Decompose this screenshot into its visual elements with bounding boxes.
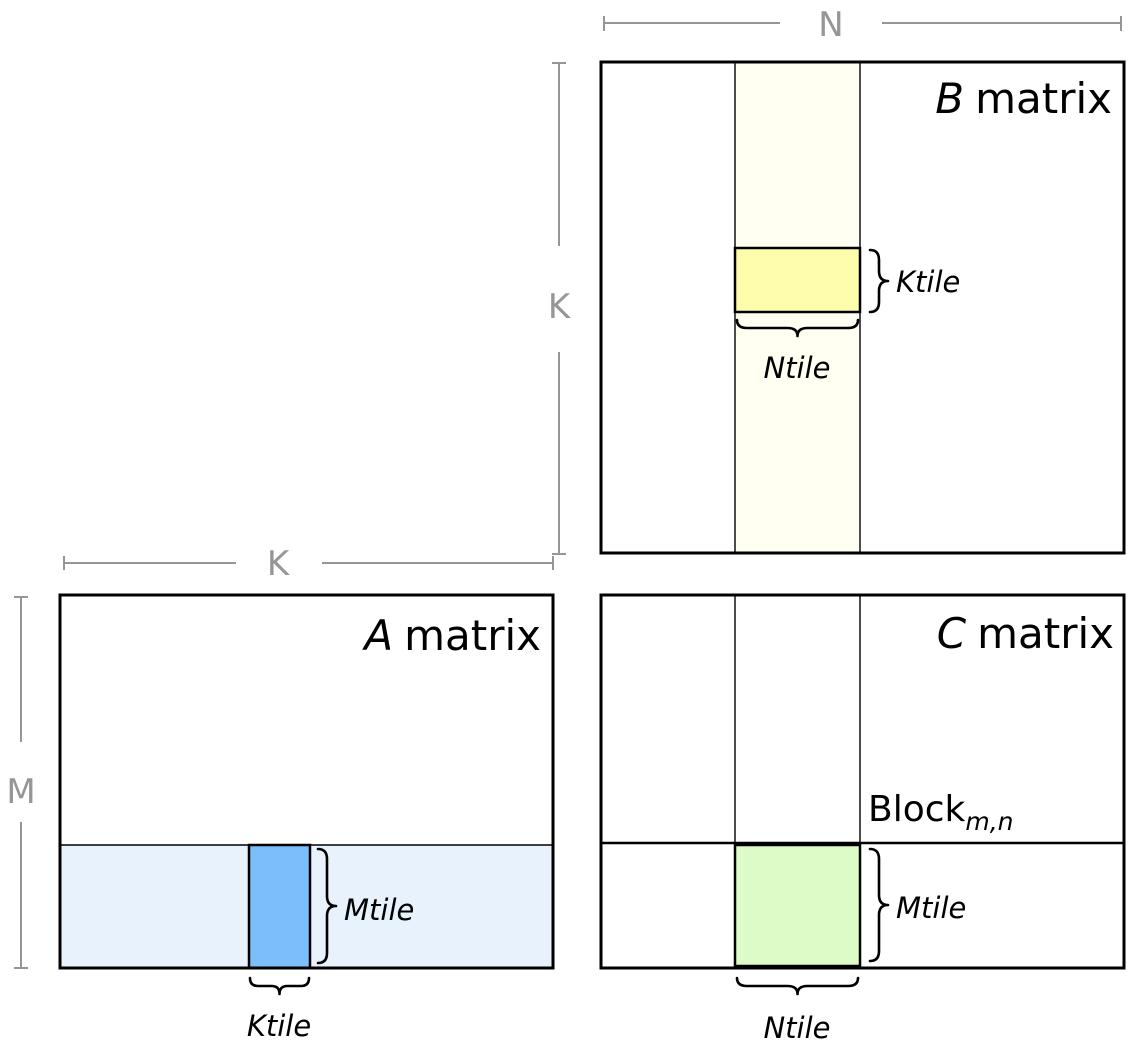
c-matrix-title-letter: C <box>937 609 967 658</box>
a-matrix-box <box>58 593 555 970</box>
m-dimension: M <box>6 596 36 969</box>
c-matrix-title-word: matrix <box>977 609 1114 658</box>
b-matrix-title-word: matrix <box>975 74 1112 123</box>
c-matrix-box <box>599 593 1126 970</box>
b-ntile-label: Ntile <box>763 351 830 385</box>
a-mtile-label: Mtile <box>344 893 414 927</box>
a-ktile-block <box>247 843 312 970</box>
b-ktile-block <box>733 246 862 314</box>
c-mtile-brace <box>868 847 890 963</box>
a-matrix-title-letter: A <box>361 611 393 660</box>
c-block-annotation: Blockm,n <box>868 789 1014 836</box>
n-dimension: N <box>603 5 1122 45</box>
b-matrix-box <box>599 60 1126 555</box>
b-matrix-title-letter: B <box>935 74 964 123</box>
c-ntile-label: Ntile <box>763 1011 830 1045</box>
k-horizontal-label: K <box>267 544 291 584</box>
b-ktile-brace <box>868 248 890 314</box>
n-dimension-label: N <box>818 5 843 45</box>
k-vertical-label: K <box>548 287 572 327</box>
a-matrix-title-word: matrix <box>404 611 541 660</box>
a-mtile-brace <box>316 847 338 965</box>
a-ktile-label: Ktile <box>247 1009 311 1043</box>
c-ntile-brace <box>735 976 860 996</box>
c-mtile-label: Mtile <box>896 891 966 925</box>
k-dimension-horizontal: K <box>63 544 554 584</box>
a-ktile-brace <box>248 976 311 996</box>
b-ntile-brace <box>735 318 860 338</box>
b-ktile-label: Ktile <box>896 265 960 299</box>
k-dimension-vertical: K <box>548 62 572 555</box>
c-block-tile <box>733 843 862 968</box>
m-dimension-label: M <box>6 772 35 812</box>
c-block-annotation-subscript: m,n <box>965 807 1013 836</box>
c-block-annotation-word: Block <box>868 789 966 830</box>
